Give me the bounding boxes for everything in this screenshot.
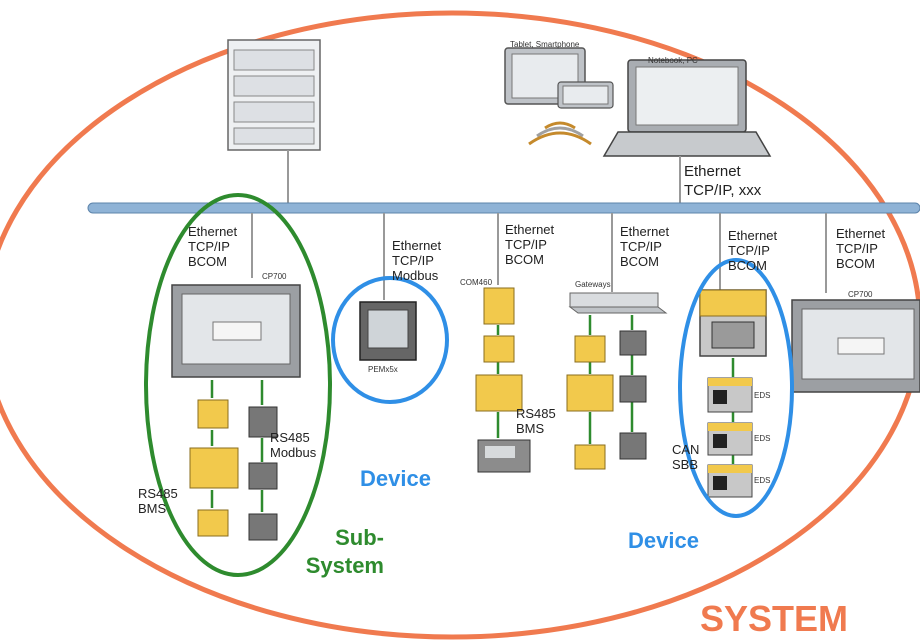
meter-icon <box>477 439 531 473</box>
cp700-right-label: CP700 <box>848 290 873 299</box>
system-label: SYSTEM <box>700 598 849 639</box>
device-label-right: Device <box>628 528 699 553</box>
meter-icon <box>359 301 417 361</box>
subsystem-label: Sub- System <box>305 525 384 578</box>
ethernet-bcom-label-5: Ethernet TCP/IP BCOM <box>836 226 886 271</box>
can-sbb-label: CAN SBB <box>672 442 700 472</box>
touch-panel-icon <box>791 299 920 393</box>
ethernet-top-label: Ethernet TCP/IP, xxx <box>684 163 762 199</box>
eds-label-1: EDS <box>754 391 771 400</box>
rs485-modbus-label: RS485 Modbus <box>270 430 317 460</box>
meter-icon <box>248 406 278 541</box>
meter-icon <box>619 330 647 460</box>
ethernet-bcom-label-4: Ethernet TCP/IP BCOM <box>728 228 778 273</box>
rs485-bms-mid-label: RS485 BMS <box>516 406 556 436</box>
ethernet-bus <box>87 202 920 214</box>
wifi-icon <box>528 121 592 146</box>
insulation-monitor-icon <box>699 289 767 357</box>
server-rack-icon <box>227 39 321 151</box>
device-ring-right <box>678 258 794 518</box>
insulation-monitor-icon <box>707 377 753 498</box>
eds-label-2: EDS <box>754 434 771 443</box>
touch-panel-icon <box>171 284 301 378</box>
com460-label: COM460 <box>460 278 493 287</box>
gateway-icon <box>568 292 668 314</box>
device-ring-left <box>331 276 449 404</box>
subsystem-ring <box>144 193 332 577</box>
ethernet-bcom-label-2: Ethernet TCP/IP BCOM <box>505 222 555 267</box>
ethernet-modbus-label: Ethernet TCP/IP Modbus <box>392 238 442 283</box>
system-ring <box>0 10 920 640</box>
relay-module-icon <box>566 335 614 470</box>
cp700-left-label: CP700 <box>262 272 287 281</box>
pemx5x-label: PEMx5x <box>368 365 398 374</box>
gateways-label: Gateways <box>575 280 611 289</box>
ethernet-bcom-label-1: Ethernet TCP/IP BCOM <box>188 224 238 269</box>
rs485-bms-left-label: RS485 BMS <box>138 486 178 516</box>
notebook-label: Notebook, PC <box>648 56 698 65</box>
laptop-icon <box>602 59 772 157</box>
relay-module-icon <box>475 287 523 412</box>
device-label-left: Device <box>360 466 431 491</box>
smartphone-icon <box>557 81 614 109</box>
ethernet-bcom-label-3: Ethernet TCP/IP BCOM <box>620 224 670 269</box>
tablet-label: Tablet, Smartphone <box>510 40 580 49</box>
relay-module-icon <box>189 399 239 537</box>
eds-label-3: EDS <box>754 476 771 485</box>
